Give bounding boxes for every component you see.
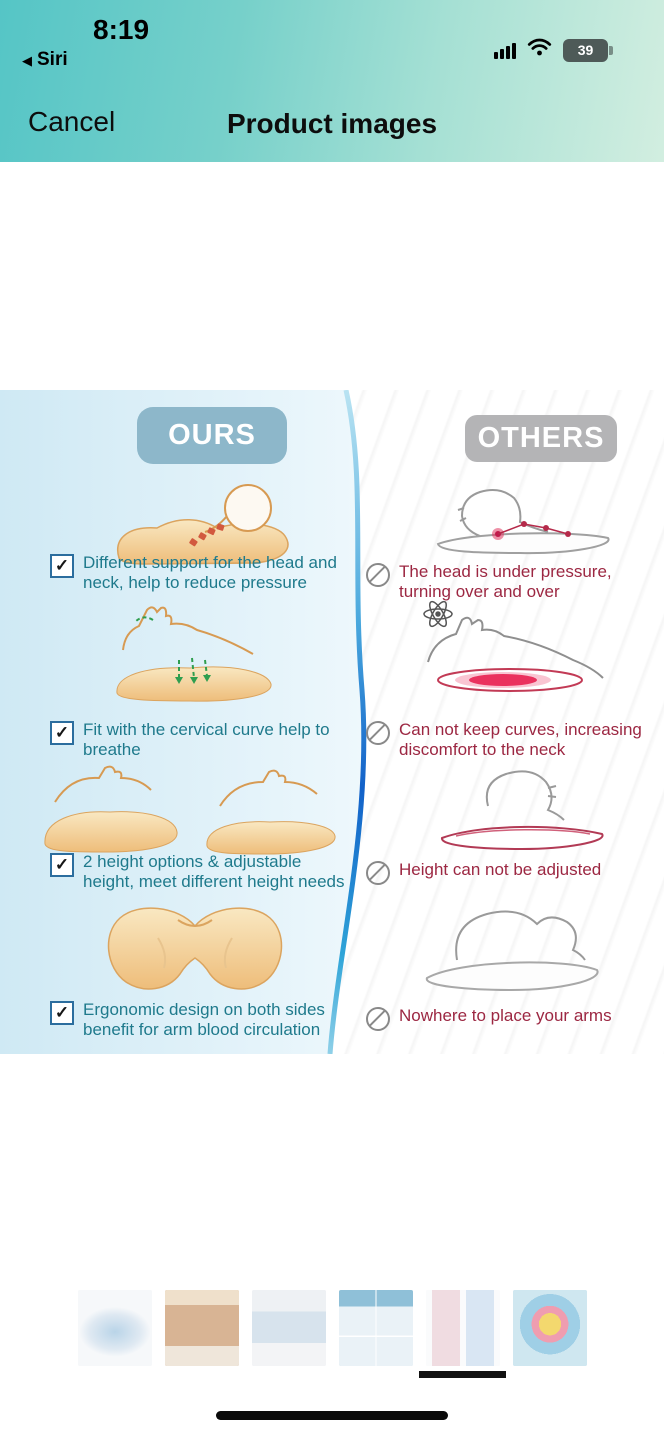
thumbnail-image xyxy=(77,1290,152,1366)
prohibition-icon xyxy=(366,721,390,745)
battery-icon: 39 xyxy=(563,38,613,62)
others-item-text: Nowhere to place your arms xyxy=(399,1006,612,1025)
ours-ergonomic-illustration xyxy=(107,907,283,990)
ours-item-row: ✓ Fit with the cervical curve help to br… xyxy=(50,720,352,760)
cancel-button[interactable]: Cancel xyxy=(28,106,116,137)
ours-head-support-illustration xyxy=(117,484,289,565)
thumbnail-image xyxy=(164,1290,239,1366)
ours-item-row: ✓ Ergonomic design on both sides benefit… xyxy=(50,1000,352,1040)
thumbnail[interactable] xyxy=(251,1290,326,1366)
others-item-row: The head is under pressure, turning over… xyxy=(366,562,652,602)
checkbox-checked-icon: ✓ xyxy=(50,1001,74,1025)
status-time: 8:19 xyxy=(93,14,150,45)
battery-percent: 39 xyxy=(577,42,594,58)
ours-item-text: Ergonomic design on both sides benefit f… xyxy=(83,1000,325,1040)
back-to-siri-button[interactable]: ◀ Siri xyxy=(22,49,68,71)
others-item-row: Can not keep curves, increasing discomfo… xyxy=(366,720,652,760)
prohibition-icon xyxy=(366,861,390,885)
status-icons: 39 xyxy=(494,38,613,62)
thumbnail-image xyxy=(425,1290,500,1366)
prohibition-icon xyxy=(366,1007,390,1031)
page-title: Product images xyxy=(226,108,438,139)
others-item-text: Can not keep curves, increasing discomfo… xyxy=(399,720,642,760)
others-no-arms-illustration xyxy=(425,910,599,992)
others-item-row: Height can not be adjusted xyxy=(366,860,652,885)
others-badge: OTHERS xyxy=(465,415,617,462)
ours-breathing-illustration xyxy=(116,606,272,702)
others-no-curves-illustration xyxy=(423,600,604,692)
others-item-text: The head is under pressure, turning over… xyxy=(399,562,612,602)
others-no-height-illustration xyxy=(441,770,604,851)
selected-thumbnail-indicator xyxy=(419,1371,506,1378)
thumbnail-image xyxy=(512,1290,587,1366)
ours-badge: OURS xyxy=(137,407,287,464)
ours-item-row: ✓ 2 height options & adjustable height, … xyxy=(50,852,352,892)
ours-item-text: 2 height options & adjustable height, me… xyxy=(83,852,345,892)
ours-item-text: Fit with the cervical curve help to brea… xyxy=(83,720,330,760)
thumbnail-image xyxy=(251,1290,326,1366)
others-item-text: Height can not be adjusted xyxy=(399,860,602,879)
header-bar: 8:19 ◀ Siri 39 Cancel Product images xyxy=(0,0,664,162)
home-indicator[interactable] xyxy=(216,1411,448,1420)
thumbnail[interactable] xyxy=(338,1290,413,1366)
cellular-signal-icon xyxy=(494,42,516,59)
thumbnail[interactable] xyxy=(77,1290,152,1366)
thumbnail[interactable] xyxy=(512,1290,587,1366)
ours-two-heights-illustration xyxy=(44,765,336,855)
thumbnail-strip xyxy=(0,1290,664,1366)
wifi-icon xyxy=(527,38,552,62)
prohibition-icon xyxy=(366,563,390,587)
thumbnail[interactable] xyxy=(164,1290,239,1366)
product-image[interactable]: OURS OTHERS xyxy=(0,390,664,1054)
thumbnail[interactable] xyxy=(425,1290,500,1366)
back-chevron-icon: ◀ xyxy=(22,52,32,68)
checkbox-checked-icon: ✓ xyxy=(50,853,74,877)
others-pressure-illustration xyxy=(436,489,610,555)
checkbox-checked-icon: ✓ xyxy=(50,554,74,578)
ours-item-row: ✓ Different support for the head and nec… xyxy=(50,553,352,593)
back-app-label: Siri xyxy=(37,49,68,70)
others-item-row: Nowhere to place your arms xyxy=(366,1006,652,1031)
checkbox-checked-icon: ✓ xyxy=(50,721,74,745)
ours-item-text: Different support for the head and neck,… xyxy=(83,553,337,593)
thumbnail-image xyxy=(338,1290,413,1366)
